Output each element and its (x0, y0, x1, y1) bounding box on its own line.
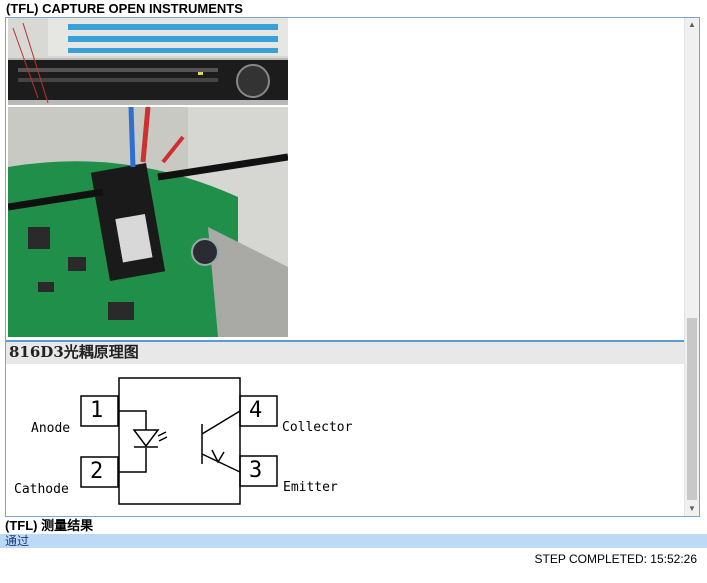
result-highlight (0, 534, 707, 548)
result-value: 通过 (5, 534, 30, 548)
pin-label-emitter: Emitter (283, 480, 338, 495)
step-status: STEP COMPLETED: 15:52:26 (534, 552, 697, 566)
panel-content: 816D3光耦原理图 (6, 18, 685, 516)
capture-panel: 816D3光耦原理图 (5, 17, 700, 517)
fixture-photo-top (8, 18, 288, 105)
vertical-scrollbar[interactable]: ▲ ▼ (684, 18, 699, 516)
pin-number-3: 3 (249, 458, 263, 483)
schematic-section-title: 816D3光耦原理图 (6, 340, 685, 364)
scroll-thumb[interactable] (687, 318, 697, 500)
optocoupler-schematic: 1 2 4 3 Anode Cathode Collector Emitter (6, 366, 685, 516)
pin-number-4: 4 (249, 398, 263, 423)
capture-title: (TFL) CAPTURE OPEN INSTRUMENTS (6, 1, 243, 16)
pin-number-2: 2 (90, 459, 104, 484)
pin-label-anode: Anode (31, 421, 71, 436)
scroll-down-icon[interactable]: ▼ (688, 504, 696, 513)
fixture-photo-pcb (8, 107, 288, 337)
pin-label-cathode: Cathode (14, 482, 69, 497)
result-label: (TFL) 测量结果 (5, 518, 94, 533)
pin-label-collector: Collector (282, 420, 353, 435)
pin-number-1: 1 (90, 398, 104, 423)
scroll-up-icon[interactable]: ▲ (688, 20, 696, 29)
